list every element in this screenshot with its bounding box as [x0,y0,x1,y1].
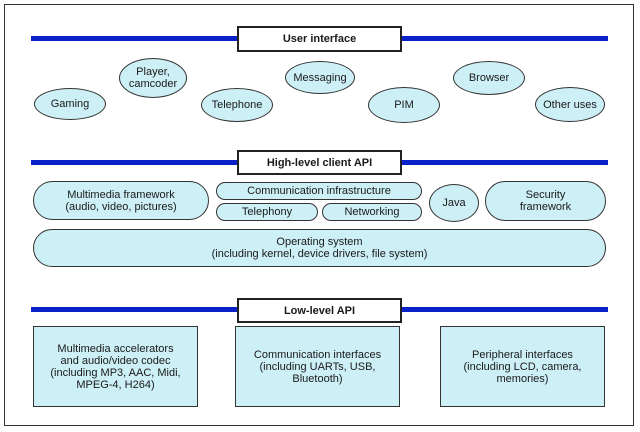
networking-box: Networking [322,203,422,221]
security-framework-box: Security framework [485,181,606,221]
app-telephone: Telephone [201,88,273,122]
app-messaging: Messaging [285,61,355,94]
communication-infrastructure-box: Communication infrastructure [216,182,422,200]
app-player-camcoder: Player, camcoder [119,58,187,98]
app-gaming: Gaming [34,88,106,120]
operating-system-box: Operating system (including kernel, devi… [33,229,606,267]
java-box: Java [429,184,479,222]
telephony-box: Telephony [216,203,318,221]
peripheral-interfaces-box: Peripheral interfaces (including LCD, ca… [440,326,605,407]
communication-interfaces-box: Communication interfaces (including UART… [235,326,400,407]
user-interface-label: User interface [237,26,402,52]
app-pim: PIM [368,87,440,123]
multimedia-accelerators-box: Multimedia accelerators and audio/video … [33,326,198,407]
diagram-frame [4,4,634,426]
multimedia-framework-box: Multimedia framework (audio, video, pict… [33,181,209,220]
app-browser: Browser [453,61,525,95]
high-level-api-label: High-level client API [237,150,402,175]
app-other-uses: Other uses [535,87,605,122]
low-level-api-label: Low-level API [237,298,402,323]
